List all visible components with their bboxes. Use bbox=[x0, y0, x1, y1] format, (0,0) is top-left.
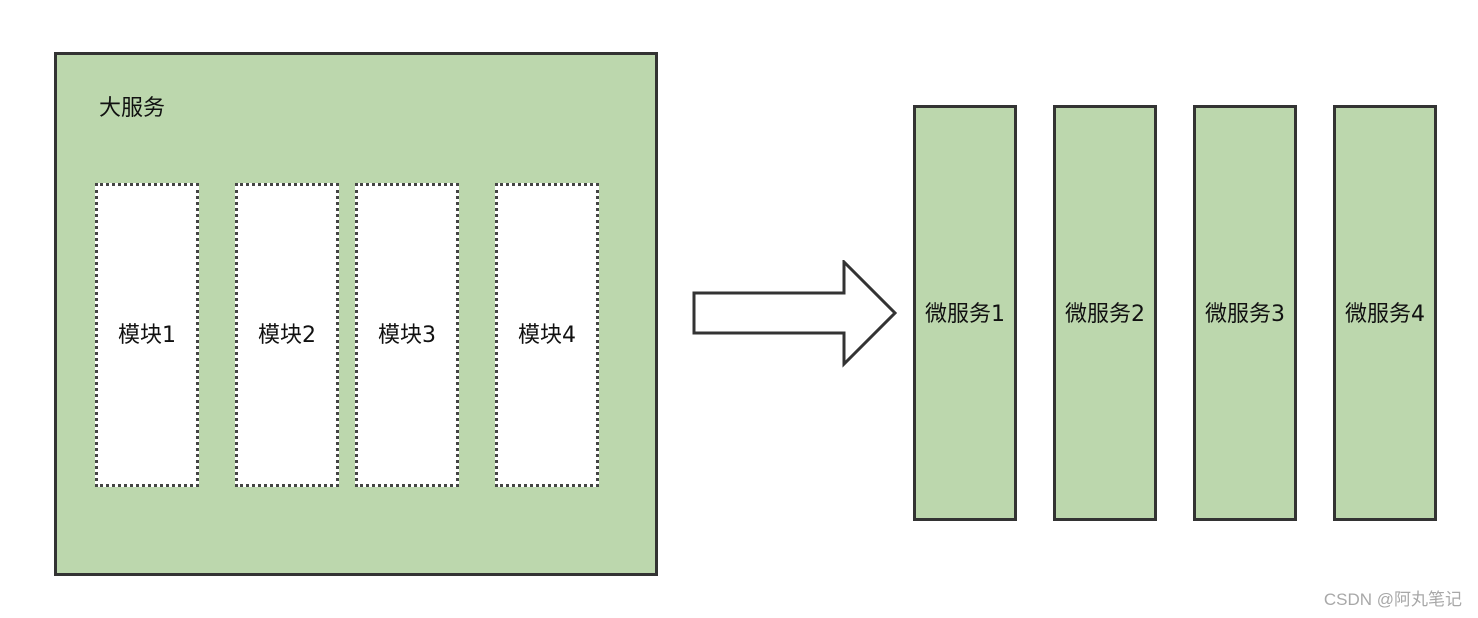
module-box-2: 模块2 bbox=[235, 183, 339, 487]
module-box-4: 模块4 bbox=[495, 183, 599, 487]
right-arrow-icon bbox=[692, 260, 898, 368]
microservice-label: 微服务3 bbox=[1205, 302, 1285, 327]
microservice-label: 微服务4 bbox=[1345, 302, 1425, 327]
module-label: 模块4 bbox=[518, 323, 576, 348]
microservice-box-3: 微服务3 bbox=[1193, 105, 1297, 521]
monolith-service-box: 大服务 模块1 模块2 模块3 模块4 bbox=[54, 52, 658, 576]
module-box-1: 模块1 bbox=[95, 183, 199, 487]
module-label: 模块2 bbox=[258, 323, 316, 348]
module-box-3: 模块3 bbox=[355, 183, 459, 487]
microservice-box-2: 微服务2 bbox=[1053, 105, 1157, 521]
module-label: 模块3 bbox=[378, 323, 436, 348]
monolith-title: 大服务 bbox=[99, 96, 166, 121]
microservice-box-4: 微服务4 bbox=[1333, 105, 1437, 521]
microservice-box-1: 微服务1 bbox=[913, 105, 1017, 521]
watermark: CSDN @阿丸笔记 bbox=[1323, 590, 1462, 609]
microservice-label: 微服务1 bbox=[925, 302, 1005, 327]
module-label: 模块1 bbox=[118, 323, 176, 348]
microservice-label: 微服务2 bbox=[1065, 302, 1145, 327]
